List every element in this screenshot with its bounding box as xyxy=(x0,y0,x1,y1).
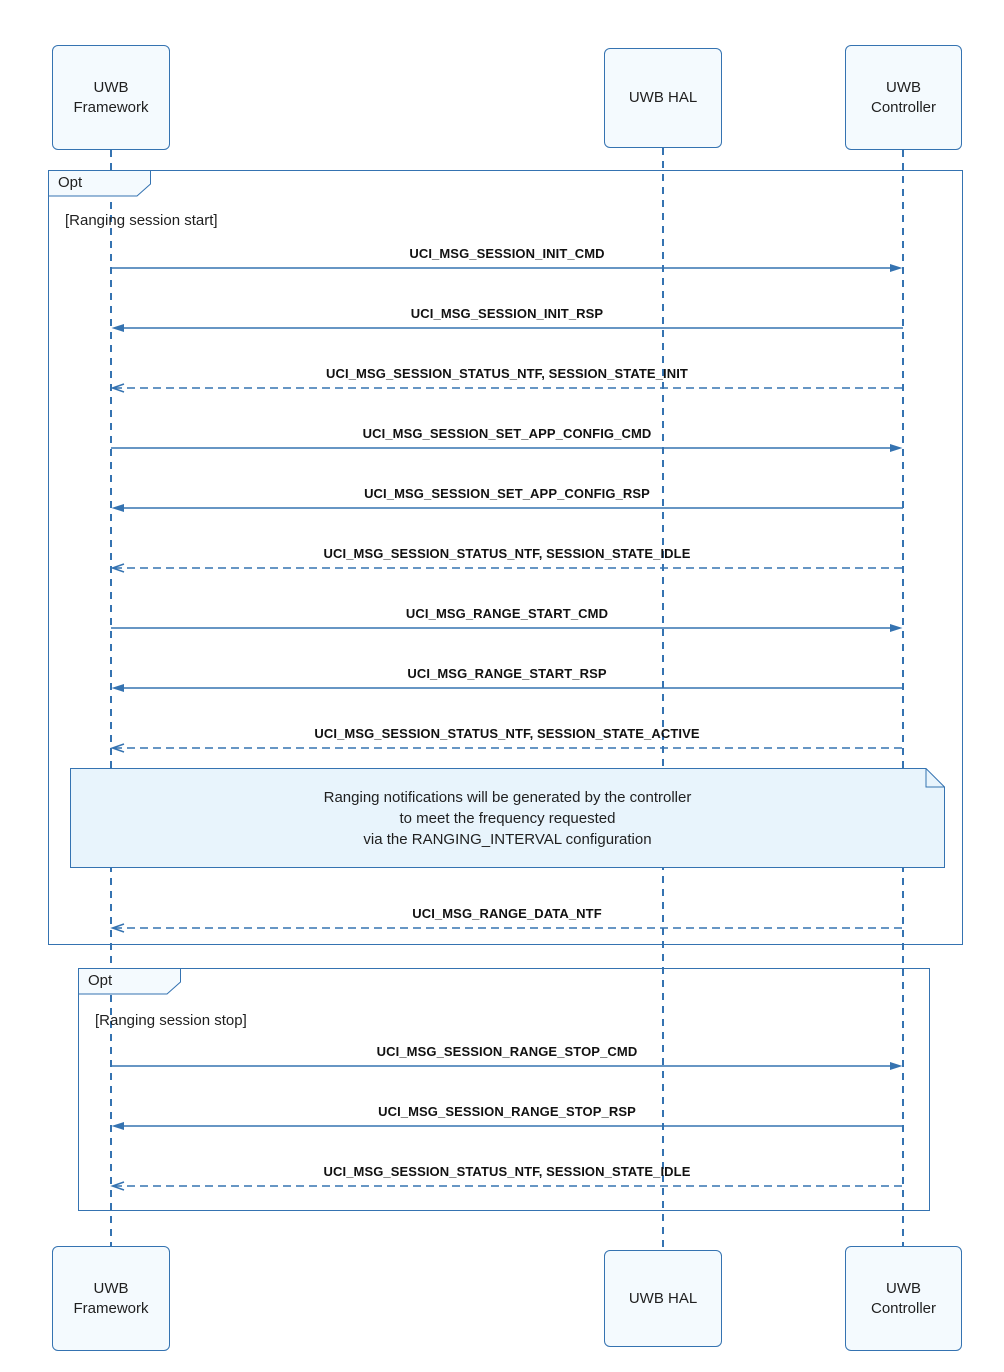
arrowhead-right-icon xyxy=(890,1062,903,1070)
message-label: UCI_MSG_RANGE_START_RSP xyxy=(407,666,607,681)
message-arrow xyxy=(110,383,903,393)
message-label: UCI_MSG_SESSION_STATUS_NTF, SESSION_STAT… xyxy=(323,546,691,561)
opt-fragment-tab xyxy=(48,170,151,197)
fragment-operator-label: Opt xyxy=(88,972,113,989)
lifeline-uwb-framework xyxy=(110,150,112,1247)
open-arrowhead-left-icon xyxy=(110,743,125,753)
message-arrow xyxy=(111,1062,903,1070)
actor-top-uwb-hal: UWB HAL xyxy=(604,48,722,148)
arrowhead-right-icon xyxy=(890,444,903,452)
message-arrow xyxy=(111,324,903,332)
lifeline-uwb-hal xyxy=(662,148,664,1250)
arrowhead-right-icon xyxy=(890,264,903,272)
message-label: UCI_MSG_SESSION_RANGE_STOP_RSP xyxy=(378,1104,636,1119)
message-arrow xyxy=(111,264,903,272)
message-arrow xyxy=(110,923,903,933)
message-label: UCI_MSG_SESSION_SET_APP_CONFIG_RSP xyxy=(364,486,650,501)
open-arrowhead-left-icon xyxy=(110,1181,125,1191)
fragment-guard: [Ranging session start] xyxy=(65,212,218,229)
message-arrow xyxy=(110,563,903,573)
message-label: UCI_MSG_RANGE_DATA_NTF xyxy=(412,906,602,921)
message-label: UCI_MSG_SESSION_SET_APP_CONFIG_CMD xyxy=(362,426,652,441)
note-shape xyxy=(70,768,945,868)
message-arrow xyxy=(111,504,903,512)
actor-top-uwb-framework: UWB Framework xyxy=(52,45,170,150)
opt-fragment-ranging-session-start: Opt [Ranging session start] xyxy=(48,170,963,945)
actor-bottom-uwb-controller: UWB Controller xyxy=(845,1246,962,1351)
message-label: UCI_MSG_RANGE_START_CMD xyxy=(405,606,609,621)
fragment-operator-label: Opt xyxy=(58,174,83,191)
note: Ranging notifications will be generated … xyxy=(70,768,945,868)
open-arrowhead-left-icon xyxy=(110,563,125,573)
note-text: Ranging notifications will be generated … xyxy=(323,788,692,848)
opt-fragment-tab xyxy=(78,968,181,995)
fragment-guard: [Ranging session stop] xyxy=(95,1012,247,1029)
message-label: UCI_MSG_SESSION_INIT_CMD xyxy=(409,246,605,261)
arrowhead-left-icon xyxy=(111,684,124,692)
actor-bottom-uwb-hal: UWB HAL xyxy=(604,1250,722,1347)
arrowhead-right-icon xyxy=(890,624,903,632)
lifeline-uwb-controller xyxy=(902,150,904,1247)
arrowhead-left-icon xyxy=(111,324,124,332)
open-arrowhead-left-icon xyxy=(110,383,125,393)
message-arrow xyxy=(111,1122,903,1130)
message-arrow xyxy=(111,444,903,452)
message-arrow xyxy=(110,743,903,753)
actor-bottom-uwb-framework: UWB Framework xyxy=(52,1246,170,1351)
message-label: UCI_MSG_SESSION_STATUS_NTF, SESSION_STAT… xyxy=(314,726,700,741)
opt-fragment-ranging-session-stop: Opt [Ranging session stop] xyxy=(78,968,930,1211)
note-fold-corner xyxy=(925,768,945,788)
message-arrow xyxy=(111,684,903,692)
open-arrowhead-left-icon xyxy=(110,923,125,933)
message-label: UCI_MSG_SESSION_INIT_RSP xyxy=(410,306,604,321)
message-arrow xyxy=(111,624,903,632)
message-label: UCI_MSG_SESSION_STATUS_NTF, SESSION_STAT… xyxy=(326,366,688,381)
actor-top-uwb-controller: UWB Controller xyxy=(845,45,962,150)
message-arrow xyxy=(110,1181,903,1191)
arrowhead-left-icon xyxy=(111,1122,124,1130)
message-label: UCI_MSG_SESSION_RANGE_STOP_CMD xyxy=(376,1044,638,1059)
message-label: UCI_MSG_SESSION_STATUS_NTF, SESSION_STAT… xyxy=(323,1164,691,1179)
arrowhead-left-icon xyxy=(111,504,124,512)
